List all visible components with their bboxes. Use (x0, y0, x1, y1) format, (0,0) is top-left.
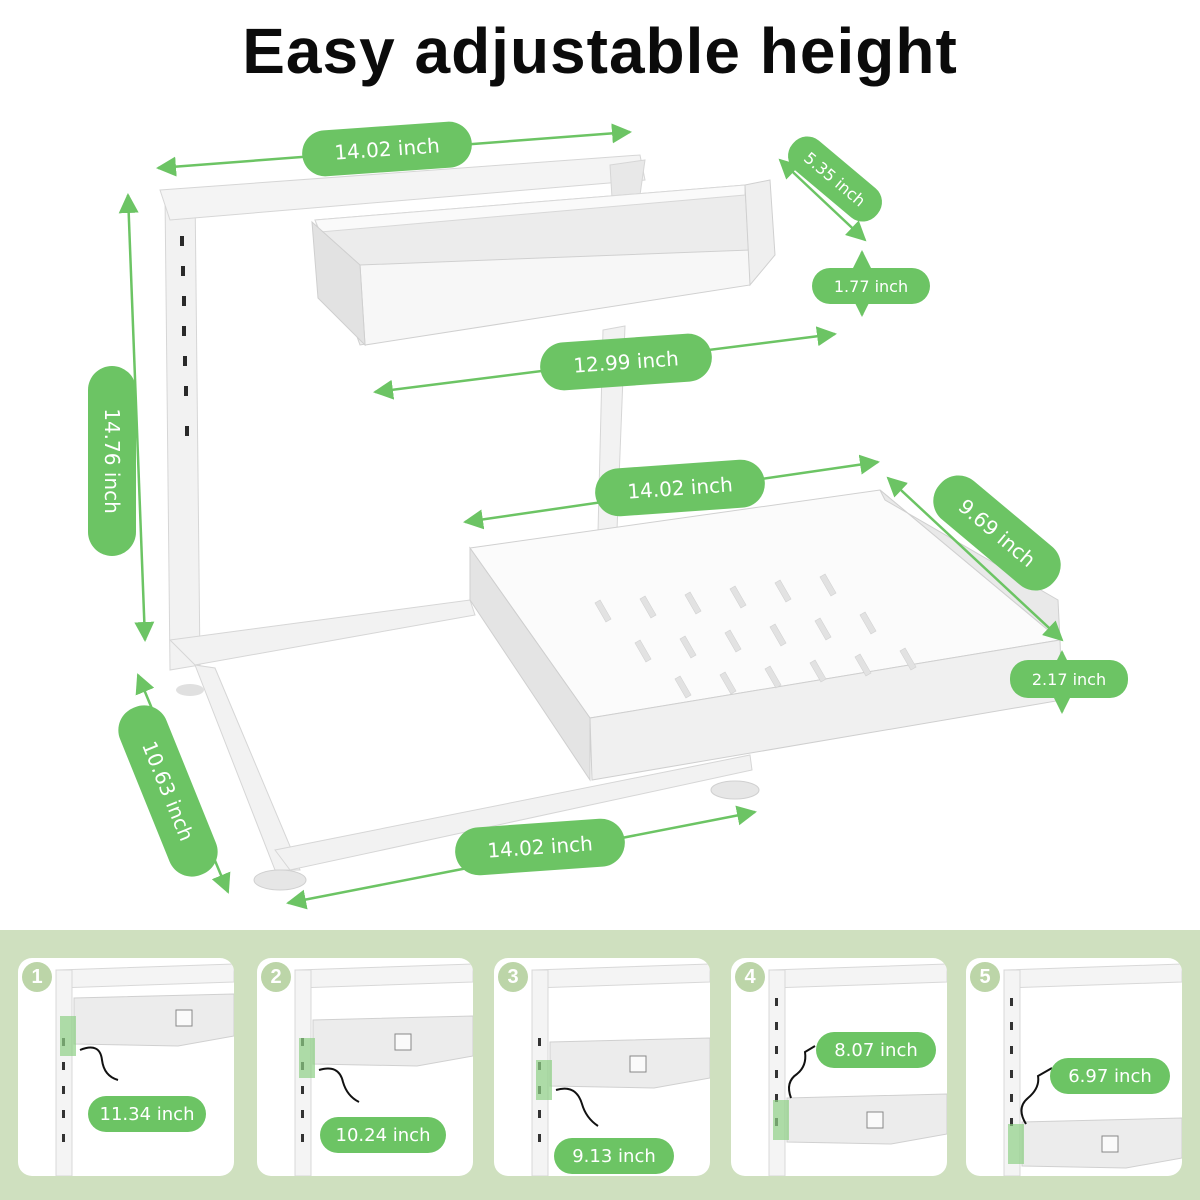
step-card-3 (494, 958, 710, 1176)
step-4-illustration (768, 963, 947, 1176)
upper-basket (311, 179, 776, 347)
step-number-4: 4 (735, 962, 765, 992)
step-5-height-label: 6.97 inch (1050, 1058, 1170, 1094)
step-1-illustration (55, 963, 234, 1176)
step-number-1: 1 (22, 962, 52, 992)
total-height-label: 14.76 inch (88, 366, 136, 556)
page-title: Easy adjustable height (242, 15, 958, 87)
lower-basket-height-label: 2.17 inch (1010, 660, 1128, 698)
step-3-height-label: 9.13 inch (554, 1138, 674, 1174)
step-3-illustration (531, 963, 710, 1176)
step-2-height-label: 10.24 inch (320, 1117, 446, 1153)
upper-basket-height-label: 1.77 inch (812, 268, 930, 304)
step-number-3: 3 (498, 962, 528, 992)
left-post (164, 189, 201, 671)
step-4-height-label: 8.07 inch (816, 1032, 936, 1068)
step-5-illustration (1003, 963, 1182, 1176)
step-1-height-label: 11.34 inch (88, 1096, 206, 1132)
step-2-illustration (294, 963, 473, 1176)
step-card-1 (18, 958, 234, 1176)
step-number-5: 5 (970, 962, 1000, 992)
step-number-2: 2 (261, 962, 291, 992)
